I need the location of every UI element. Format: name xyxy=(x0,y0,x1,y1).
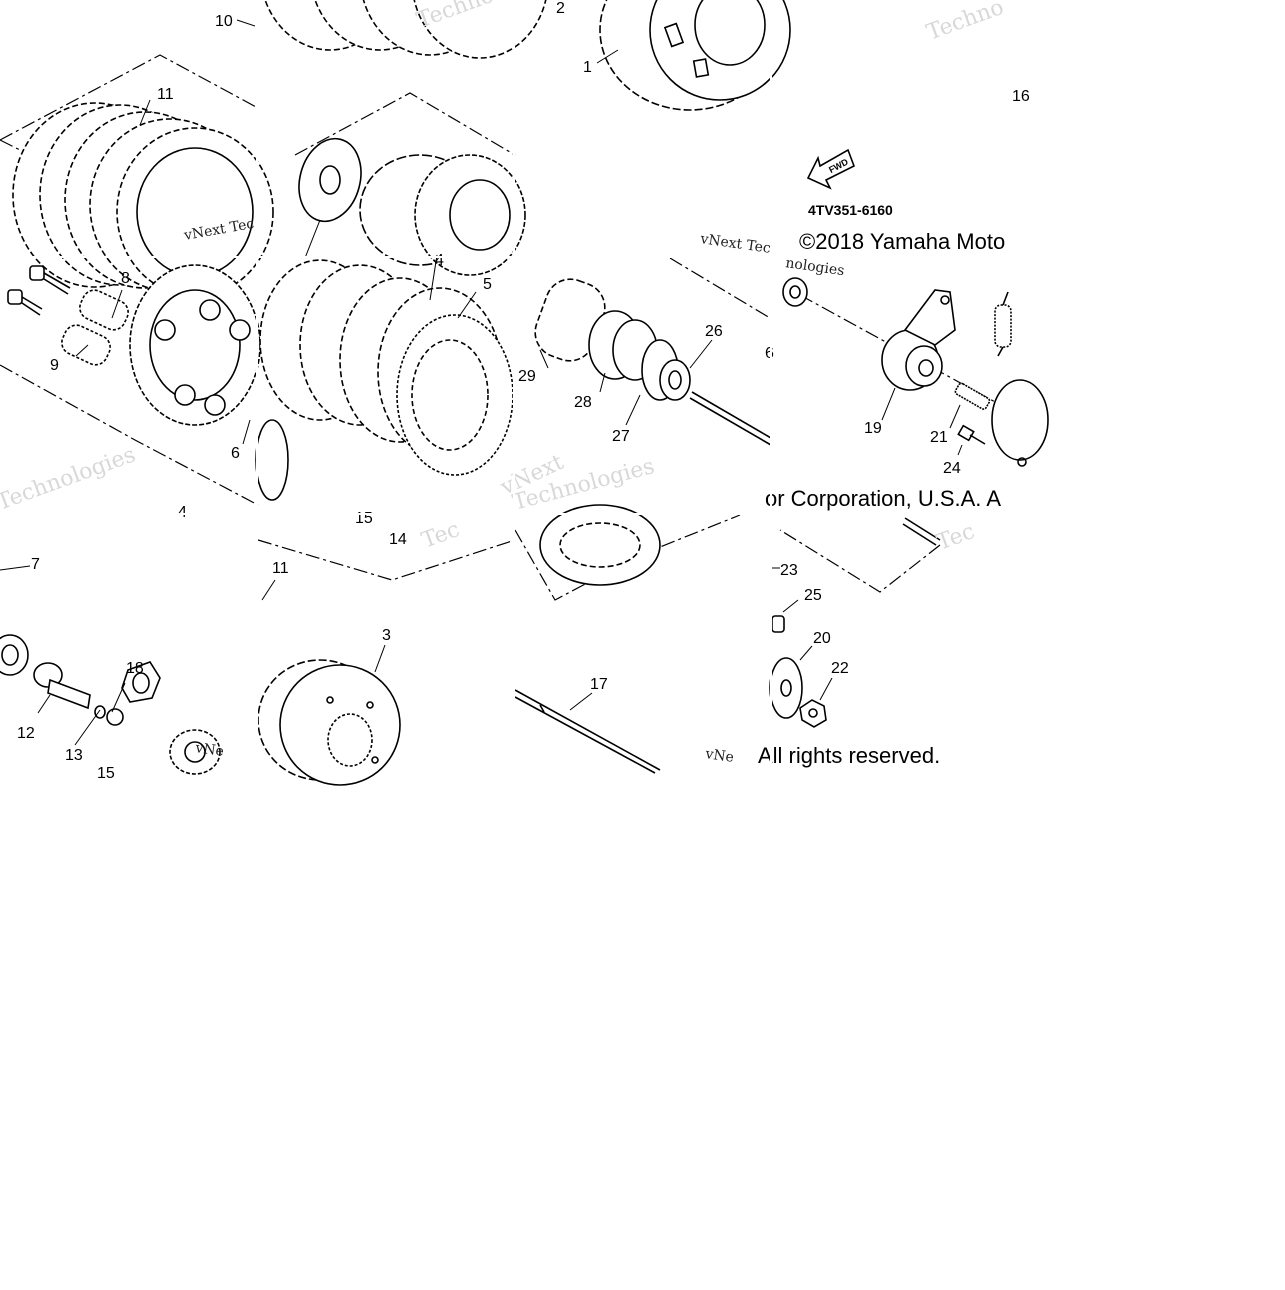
lock-washer xyxy=(169,729,221,775)
watermark-text: nologies xyxy=(784,255,845,279)
callout-20: 20 xyxy=(813,630,831,647)
watermark-text: Tec xyxy=(419,517,464,554)
tile-fwd-marker: FWD xyxy=(806,148,856,190)
callout-26: 26 xyxy=(705,323,723,340)
tile-push-rod xyxy=(514,504,741,774)
callout-21: 21 xyxy=(930,429,948,446)
watermark-text: Technologies xyxy=(0,442,139,515)
friction-plate-stack xyxy=(12,102,274,297)
callout-15b: 15 xyxy=(355,510,373,527)
watermark-text: vNe xyxy=(193,740,224,760)
part-code: 4TV351-6160 xyxy=(808,202,893,218)
callout-14: 14 xyxy=(389,531,407,548)
tile-pressure-plate xyxy=(0,264,261,506)
tile-release-lever xyxy=(782,277,1049,467)
tile-seams xyxy=(0,0,1028,771)
callout-13: 13 xyxy=(65,747,83,764)
tile-lever-shaft xyxy=(769,517,941,728)
lever-20 xyxy=(769,657,803,719)
callout-4b: 4 xyxy=(435,252,444,269)
callout-12: 12 xyxy=(17,725,35,742)
copyright-line-1: ©2018 Yamaha Moto xyxy=(799,229,1005,254)
watermark-text: vNext Tec xyxy=(698,231,771,257)
tile-clutch-housing xyxy=(596,0,791,111)
nut-22 xyxy=(799,699,827,728)
callout-8: 8 xyxy=(121,270,130,287)
push-rod-17 xyxy=(514,689,661,774)
clutch-springs xyxy=(61,289,129,366)
callout-22: 22 xyxy=(831,660,849,677)
callout-23: 23 xyxy=(780,562,798,579)
watermark-text: vNe xyxy=(703,746,734,766)
callout-15: 15 xyxy=(97,765,115,782)
bearing xyxy=(0,634,29,676)
watermark-text: Tec xyxy=(934,519,979,556)
lock-nut xyxy=(121,661,161,703)
screw-21 xyxy=(954,382,991,410)
pressure-plate xyxy=(129,264,261,426)
washer-26 xyxy=(659,359,691,401)
callout-3: 3 xyxy=(382,627,391,644)
tile-clutch-plates xyxy=(0,19,274,297)
tile-clutch-boss xyxy=(264,0,547,276)
callout-7: 7 xyxy=(31,556,40,573)
callout-25: 25 xyxy=(804,587,822,604)
callout-17: 17 xyxy=(590,676,608,693)
callout-16: 16 xyxy=(1012,88,1030,105)
callout-24: 24 xyxy=(943,460,961,477)
callout-1: 1 xyxy=(583,59,592,76)
tile-plates-4-5 xyxy=(255,254,514,501)
callout-27: 27 xyxy=(612,428,630,445)
push-rod-boss xyxy=(33,662,91,710)
callout-6b: 6 xyxy=(765,345,774,362)
callout-29: 29 xyxy=(518,368,536,385)
copyright-line-3: All rights reserved. xyxy=(758,743,940,768)
callout-5: 5 xyxy=(483,276,492,293)
watermark-text: Techno xyxy=(924,0,1008,46)
clutch-housing xyxy=(599,0,791,111)
callout-10: 10 xyxy=(215,13,233,30)
copyright-line-2: or Corporation, U.S.A. A xyxy=(765,486,1001,511)
tile-input-shaft xyxy=(534,257,772,446)
callout-6: 6 xyxy=(231,445,240,462)
bolt-pair xyxy=(7,265,71,316)
callout-2: 2 xyxy=(556,0,565,17)
clutch-boss-gear xyxy=(359,154,526,276)
callout-9: 9 xyxy=(50,357,59,374)
callout-4: 4 xyxy=(178,504,187,521)
return-spring xyxy=(994,291,1012,357)
fwd-arrow-icon: FWD xyxy=(806,148,856,190)
tile-primary-gear xyxy=(257,539,516,786)
release-lever-19 xyxy=(881,289,956,391)
callout-11: 11 xyxy=(157,86,174,103)
adjuster-cover xyxy=(991,379,1049,467)
friction-plates-4-5 xyxy=(259,259,514,476)
primary-driven-gear xyxy=(257,659,401,786)
callout-18: 18 xyxy=(126,660,144,677)
callout-19: 19 xyxy=(864,420,882,437)
thrust-washer xyxy=(298,137,362,223)
plate-stack-upper xyxy=(264,0,547,59)
tile-push-rod-parts xyxy=(0,565,221,775)
callout-11b: 11 xyxy=(272,560,289,577)
bolt-24 xyxy=(957,424,986,445)
callout-28: 28 xyxy=(574,394,592,411)
